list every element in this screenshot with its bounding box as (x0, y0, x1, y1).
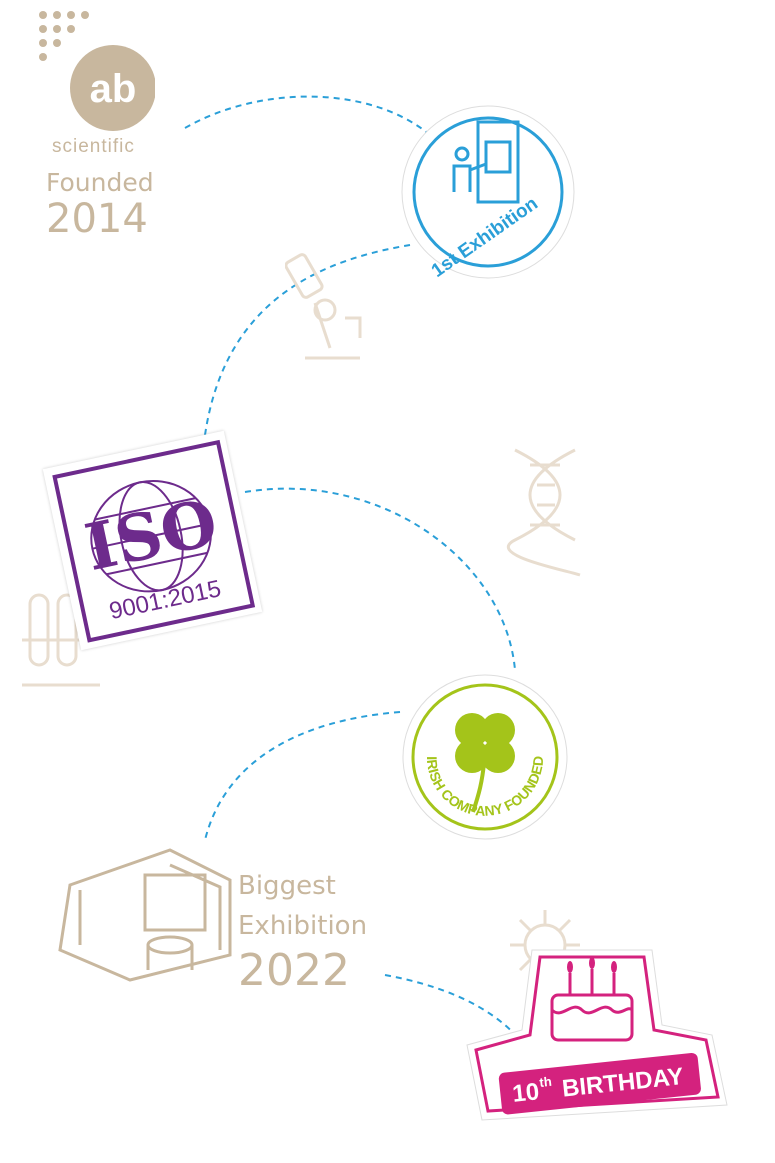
logo-text: ab (90, 67, 137, 111)
founded-year: 2014 (46, 196, 148, 242)
exhibition-stand-icon (452, 120, 520, 204)
exhibition-label: Exhibition (238, 911, 368, 941)
birthday-cake-icon (550, 969, 634, 1042)
dna-icon (506, 448, 581, 577)
first-exhibition-badge: 1st Exhibition (401, 105, 575, 282)
founded-label: Founded (46, 168, 154, 197)
globe-icon (90, 479, 212, 593)
exhibition-booth-icon (58, 848, 232, 982)
ab-scientific-logo: ab (39, 11, 155, 131)
biggest-label: Biggest (238, 871, 336, 901)
logo-tagline: scientific (52, 136, 135, 157)
biggest-exhibition-year: 2022 (238, 945, 350, 996)
iso-badge: ISO 9001:2015 (42, 430, 263, 651)
microscope-icon (285, 253, 362, 360)
birthday-suffix: th (539, 1074, 553, 1090)
tenth-birthday-badge: 10 th BIRTHDAY (466, 949, 728, 1121)
birthday-number: 10 (511, 1078, 540, 1108)
shamrock-icon (455, 713, 515, 773)
irish-company-badge: IRISH COMPANY FOUNDED (402, 674, 568, 840)
